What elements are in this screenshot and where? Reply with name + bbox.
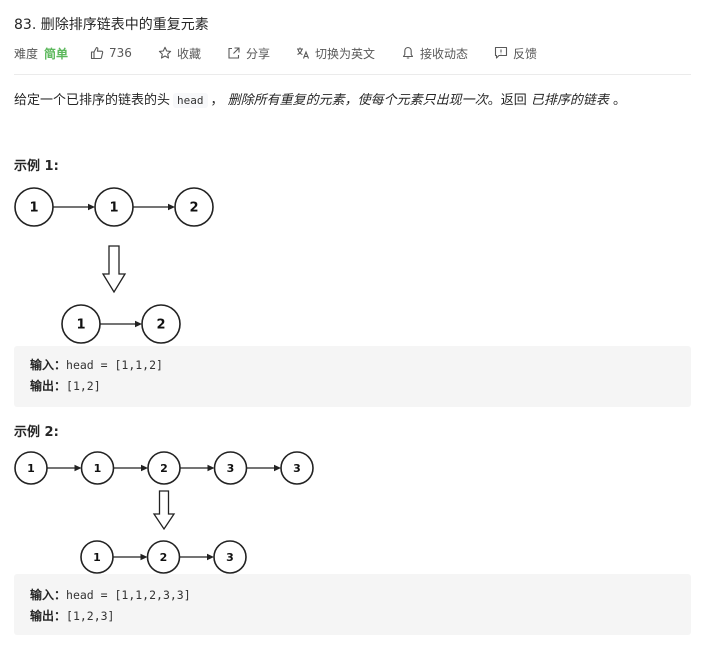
description-emphasis: 删除所有重复的元素，使每个元素只出现一次 bbox=[227, 93, 488, 108]
arrow-edge bbox=[100, 320, 142, 328]
difficulty-badge: 简单 bbox=[44, 46, 69, 61]
node-value: 2 bbox=[160, 462, 168, 475]
problem-meta-bar: 难度 简单 736 收藏 分享 切换为英文 接收动态 反馈 bbox=[14, 43, 537, 63]
list-node: 2 bbox=[141, 304, 181, 344]
favorite-button[interactable]: 收藏 bbox=[158, 45, 201, 62]
difficulty-label: 难度 bbox=[14, 46, 39, 61]
share-icon bbox=[228, 47, 240, 59]
node-value: 3 bbox=[227, 462, 235, 475]
node-value: 2 bbox=[156, 318, 165, 333]
node-value: 1 bbox=[29, 201, 38, 216]
list-node: 1 bbox=[94, 187, 134, 227]
arrow-edge bbox=[246, 464, 281, 472]
example-1-input-line: 输入：head = [1,1,2] bbox=[30, 356, 163, 373]
arrow-edge bbox=[133, 203, 175, 211]
list-node: 2 bbox=[174, 187, 214, 227]
node-value: 1 bbox=[93, 551, 101, 564]
favorite-label: 收藏 bbox=[176, 46, 201, 61]
down-arrow-icon bbox=[152, 490, 176, 531]
like-count: 736 bbox=[109, 46, 132, 60]
list-node: 1 bbox=[14, 451, 48, 485]
arrow-edge bbox=[53, 203, 95, 211]
list-node: 2 bbox=[147, 451, 181, 485]
list-node: 1 bbox=[14, 187, 54, 227]
example-1-output: [1,2] bbox=[66, 379, 101, 393]
list-node: 3 bbox=[280, 451, 314, 485]
description-emphasis: 已排序的链表 bbox=[530, 93, 609, 108]
description-text: 。 bbox=[613, 93, 627, 108]
feedback-label: 反馈 bbox=[513, 46, 538, 61]
star-icon bbox=[158, 46, 172, 59]
node-value: 3 bbox=[226, 551, 234, 564]
description-text: 。返回 bbox=[487, 93, 527, 108]
output-label: 输出： bbox=[30, 379, 67, 393]
node-value: 2 bbox=[160, 551, 168, 564]
share-button[interactable]: 分享 bbox=[227, 45, 270, 62]
list-after: 1 2 3 bbox=[80, 540, 247, 574]
header-divider bbox=[14, 74, 691, 75]
example-2-input-line: 输入：head = [1,1,2,3,3] bbox=[30, 586, 191, 603]
input-label: 输入： bbox=[30, 358, 67, 372]
list-node: 3 bbox=[213, 540, 247, 574]
arrow-edge bbox=[180, 464, 215, 472]
notify-button[interactable]: 接收动态 bbox=[401, 45, 468, 62]
list-node: 3 bbox=[213, 451, 248, 485]
share-label: 分享 bbox=[245, 46, 270, 61]
example-2-code-block: 输入：head = [1,1,2,3,3] 输出：[1,2,3] bbox=[14, 574, 691, 635]
translate-label: 切换为英文 bbox=[314, 46, 375, 61]
input-label: 输入： bbox=[30, 588, 67, 602]
example-2-output-line: 输出：[1,2,3] bbox=[30, 607, 114, 624]
bell-icon bbox=[402, 46, 414, 59]
node-value: 1 bbox=[27, 462, 35, 475]
list-node: 1 bbox=[80, 540, 114, 574]
arrow-edge bbox=[179, 553, 214, 561]
example-1-input: head = [1,1,2] bbox=[66, 358, 163, 372]
example-2-output: [1,2,3] bbox=[66, 609, 115, 623]
translate-button[interactable]: 切换为英文 bbox=[296, 45, 375, 62]
like-button[interactable]: 736 bbox=[90, 46, 132, 60]
example-1-title: 示例 1: bbox=[14, 159, 59, 174]
feedback-icon bbox=[494, 46, 508, 59]
example-2-title: 示例 2: bbox=[14, 425, 59, 440]
translate-icon bbox=[296, 47, 309, 59]
arrow-edge bbox=[113, 553, 148, 561]
description-text: 给定一个已排序的链表的头 bbox=[14, 93, 171, 108]
list-node: 1 bbox=[61, 304, 101, 344]
list-before: 1 1 2 3 3 bbox=[14, 451, 314, 485]
list-node: 1 bbox=[80, 451, 115, 485]
list-node: 2 bbox=[146, 540, 181, 574]
node-value: 3 bbox=[293, 462, 301, 475]
description-text: ， bbox=[210, 93, 224, 108]
problem-title: 83. 删除排序链表中的重复元素 bbox=[14, 17, 209, 33]
example-2-linked-list-diagram: 1 1 2 3 3 1 2 3 bbox=[14, 451, 314, 574]
example-1-code-block: 输入：head = [1,1,2] 输出：[1,2] bbox=[14, 346, 691, 407]
example-1-output-line: 输出：[1,2] bbox=[30, 377, 101, 394]
feedback-button[interactable]: 反馈 bbox=[494, 45, 537, 62]
arrow-edge bbox=[47, 464, 82, 472]
node-value: 1 bbox=[94, 462, 102, 475]
notify-label: 接收动态 bbox=[419, 46, 468, 61]
thumbs-up-icon bbox=[90, 46, 104, 60]
down-arrow-icon bbox=[101, 245, 127, 294]
node-value: 1 bbox=[109, 201, 118, 216]
output-label: 输出： bbox=[30, 609, 67, 623]
inline-code-head: head bbox=[173, 93, 208, 108]
example-2-input: head = [1,1,2,3,3] bbox=[66, 588, 191, 602]
list-before: 1 1 2 bbox=[14, 187, 214, 227]
node-value: 2 bbox=[189, 201, 198, 216]
arrow-edge bbox=[113, 464, 148, 472]
node-value: 1 bbox=[76, 318, 85, 333]
